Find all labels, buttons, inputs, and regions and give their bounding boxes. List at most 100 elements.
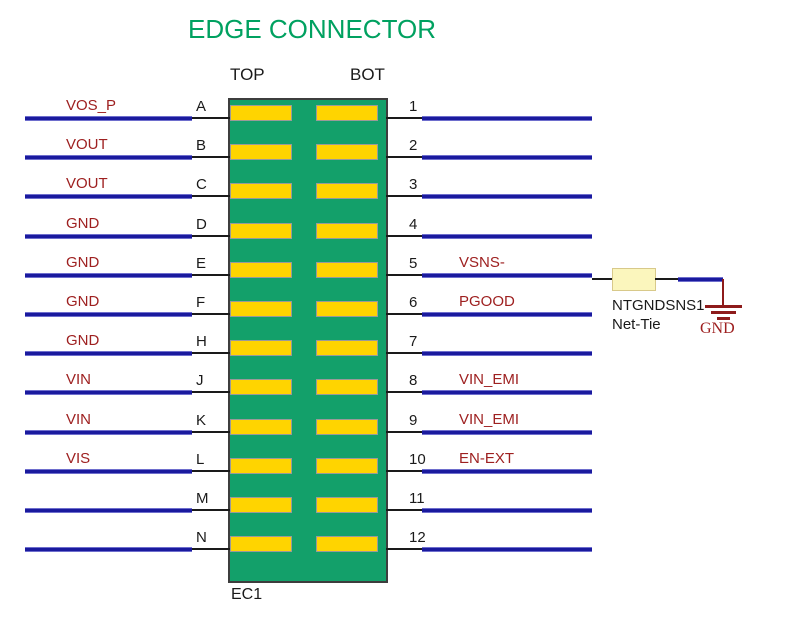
pin-designator-1: 1: [409, 98, 418, 115]
pin-stub-right-3: [386, 195, 422, 197]
connector-pad-7: [316, 340, 378, 356]
pin-designator-12: 12: [409, 529, 426, 546]
pin-designator-5: 5: [409, 255, 418, 272]
pin-stub-right-1: [386, 117, 422, 119]
pin-designator-10: 10: [409, 451, 426, 468]
column-header-top: TOP: [230, 65, 265, 84]
pin-stub-left-C: [192, 195, 230, 197]
net-label-A[interactable]: VOS_P: [66, 97, 117, 114]
connector-pad-H: [230, 340, 292, 356]
pin-designator-E: E: [196, 255, 207, 272]
pin-designator-H: H: [196, 333, 207, 350]
net-label-6[interactable]: PGOOD: [459, 293, 515, 310]
net-label-K[interactable]: VIN: [66, 411, 92, 428]
net-label-F[interactable]: GND: [66, 293, 100, 310]
ground-label: GND: [700, 320, 735, 337]
ground-bar-1: [705, 305, 742, 308]
pin-stub-left-B: [192, 156, 230, 158]
nettie-type: Net-Tie: [612, 316, 661, 333]
wire-left-A: [25, 116, 192, 121]
connector-pad-6: [316, 301, 378, 317]
pin-stub-right-2: [386, 156, 422, 158]
wire-right-3: [422, 194, 592, 199]
net-label-10[interactable]: EN-EXT: [459, 450, 515, 467]
wire-left-K: [25, 430, 192, 435]
pin-designator-6: 6: [409, 294, 418, 311]
connector-pad-B: [230, 144, 292, 160]
pin-stub-left-F: [192, 313, 230, 315]
pin-stub-left-N: [192, 548, 230, 550]
connector-pad-M: [230, 497, 292, 513]
pin-designator-C: C: [196, 176, 207, 193]
connector-pad-4: [316, 223, 378, 239]
net-label-E[interactable]: GND: [66, 254, 100, 271]
pin-stub-left-E: [192, 274, 230, 276]
pin-stub-right-8: [386, 391, 422, 393]
connector-pad-1: [316, 105, 378, 121]
net-label-8[interactable]: VIN_EMI: [459, 371, 520, 388]
connector-pad-C: [230, 183, 292, 199]
pin-designator-9: 9: [409, 412, 418, 429]
pin-designator-J: J: [196, 372, 204, 389]
page-title: EDGE CONNECTOR: [188, 14, 436, 44]
nettie-body[interactable]: [612, 268, 656, 291]
net-label-L[interactable]: VIS: [66, 450, 91, 467]
column-header-bot: BOT: [350, 65, 385, 84]
pin-designator-11: 11: [409, 490, 425, 507]
pin-stub-right-9: [386, 431, 422, 433]
pin-designator-M: M: [196, 490, 209, 507]
pin-designator-B: B: [196, 137, 207, 154]
net-label-J[interactable]: VIN: [66, 371, 92, 388]
ground-bar-3: [717, 317, 730, 320]
wire-right-2: [422, 155, 592, 160]
pin-stub-right-4: [386, 235, 422, 237]
wire-left-J: [25, 390, 192, 395]
connector-pad-K: [230, 419, 292, 435]
connector-pad-5: [316, 262, 378, 278]
pin-designator-4: 4: [409, 216, 418, 233]
nettie-refdes: NTGNDSNS1: [612, 297, 705, 314]
wire-left-F: [25, 312, 192, 317]
pin-stub-left-A: [192, 117, 230, 119]
net-label-C[interactable]: VOUT: [66, 175, 108, 192]
pin-designator-F: F: [196, 294, 206, 311]
connector-body: [228, 98, 388, 583]
pin-designator-3: 3: [409, 176, 418, 193]
pin-designator-8: 8: [409, 372, 418, 389]
nettie-to-ground-wire: [678, 277, 723, 282]
wire-left-B: [25, 155, 192, 160]
connector-pad-12: [316, 536, 378, 552]
connector-pad-11: [316, 497, 378, 513]
pin-stub-left-K: [192, 431, 230, 433]
net-label-B[interactable]: VOUT: [66, 136, 108, 153]
net-label-H[interactable]: GND: [66, 332, 100, 349]
wire-right-12: [422, 547, 592, 552]
connector-refdes: EC1: [231, 586, 263, 603]
pin-designator-7: 7: [409, 333, 418, 350]
connector-pad-10: [316, 458, 378, 474]
pin-stub-right-6: [386, 313, 422, 315]
wire-left-M: [25, 508, 192, 513]
pin-designator-D: D: [196, 216, 207, 233]
wire-right-7: [422, 351, 592, 356]
net-label-5[interactable]: VSNS-: [459, 254, 505, 271]
ground-bar-2: [711, 311, 736, 314]
wire-right-6: [422, 312, 592, 317]
pin-designator-N: N: [196, 529, 207, 546]
pin-designator-K: K: [196, 412, 207, 429]
nettie-right-stub: [655, 278, 678, 280]
wire-left-E: [25, 273, 192, 278]
net-label-9[interactable]: VIN_EMI: [459, 411, 520, 428]
connector-pad-D: [230, 223, 292, 239]
wire-left-C: [25, 194, 192, 199]
pin-stub-left-D: [192, 235, 230, 237]
pin-designator-L: L: [196, 451, 205, 468]
net-label-D[interactable]: GND: [66, 215, 100, 232]
wire-left-N: [25, 547, 192, 552]
wire-right-10: [422, 469, 592, 474]
connector-pad-J: [230, 379, 292, 395]
pin-stub-right-5: [386, 274, 422, 276]
connector-pad-A: [230, 105, 292, 121]
connector-pad-F: [230, 301, 292, 317]
